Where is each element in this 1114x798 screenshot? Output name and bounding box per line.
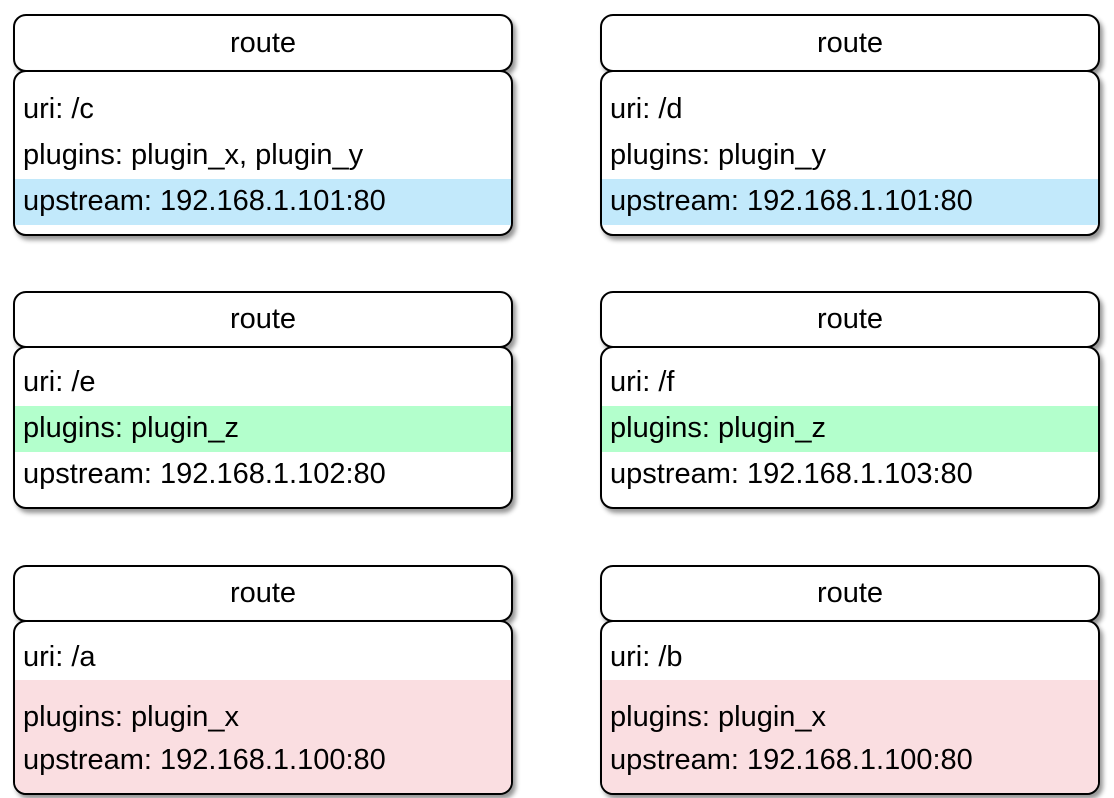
attribute-text: upstream: 192.168.1.103:80 xyxy=(610,458,973,490)
card-title: route xyxy=(229,26,297,59)
card-header: route xyxy=(600,291,1100,348)
attribute-upstream: upstream: 192.168.1.101:80 xyxy=(15,178,511,225)
attribute-uri: uri: /e xyxy=(15,360,511,406)
card-header: route xyxy=(600,565,1100,622)
attribute-text: plugins: plugin_y xyxy=(610,139,827,171)
attribute-list: uri: /a plugins: plugin_x upstream: 192.… xyxy=(15,622,511,793)
card-header: route xyxy=(13,14,513,72)
route-card-c[interactable]: route uri: /c plugins: plugin_x, plugin_… xyxy=(13,14,513,236)
attribute-plugins: plugins: plugin_x xyxy=(15,696,511,740)
route-card-d[interactable]: route uri: /d plugins: plugin_y upstream… xyxy=(600,14,1100,236)
card-body: uri: /a plugins: plugin_x upstream: 192.… xyxy=(13,619,513,795)
attribute-text: upstream: 192.168.1.101:80 xyxy=(23,185,386,217)
attribute-text: plugins: plugin_z xyxy=(610,412,827,444)
attribute-list: uri: /c plugins: plugin_x, plugin_y upst… xyxy=(15,72,511,225)
attribute-list: uri: /d plugins: plugin_y upstream: 192.… xyxy=(602,72,1098,225)
attribute-text: uri: /d xyxy=(610,92,683,125)
card-header: route xyxy=(13,565,513,622)
card-body: uri: /c plugins: plugin_x, plugin_y upst… xyxy=(13,69,513,236)
attribute-text: upstream: 192.168.1.102:80 xyxy=(23,458,386,490)
card-title: route xyxy=(229,577,297,609)
route-card-b[interactable]: route uri: /b plugins: plugin_x upstream… xyxy=(600,565,1100,795)
card-body: uri: /d plugins: plugin_y upstream: 192.… xyxy=(600,69,1100,236)
attribute-text: plugins: plugin_x xyxy=(610,701,827,733)
attribute-upstream: upstream: 192.168.1.101:80 xyxy=(602,178,1098,225)
card-body: uri: /e plugins: plugin_z upstream: 192.… xyxy=(13,345,513,509)
attribute-text: uri: /a xyxy=(23,640,96,673)
attribute-plugins: plugins: plugin_y xyxy=(602,133,1098,179)
attribute-text: plugins: plugin_x, plugin_y xyxy=(23,139,364,171)
attribute-plugins: plugins: plugin_z xyxy=(602,405,1098,452)
attribute-upstream: upstream: 192.168.1.100:80 xyxy=(602,740,1098,782)
attribute-text: uri: /c xyxy=(23,92,94,125)
attribute-plugins: plugins: plugin_x xyxy=(602,696,1098,740)
attribute-plugins: plugins: plugin_z xyxy=(15,405,511,452)
route-card-a[interactable]: route uri: /a plugins: plugin_x upstream… xyxy=(13,565,513,795)
attribute-text: plugins: plugin_x xyxy=(23,701,240,733)
attribute-uri: uri: /d xyxy=(602,86,1098,133)
card-title: route xyxy=(816,577,884,609)
highlight-block-pink: plugins: plugin_x upstream: 192.168.1.10… xyxy=(602,679,1098,793)
attribute-list: uri: /f plugins: plugin_z upstream: 192.… xyxy=(602,348,1098,498)
attribute-uri: uri: /b xyxy=(602,635,1098,680)
card-body: uri: /f plugins: plugin_z upstream: 192.… xyxy=(600,345,1100,509)
attribute-upstream: upstream: 192.168.1.102:80 xyxy=(15,452,511,498)
card-title: route xyxy=(816,303,884,335)
card-header: route xyxy=(600,14,1100,72)
attribute-uri: uri: /a xyxy=(15,635,511,680)
attribute-uri: uri: /c xyxy=(15,86,511,133)
card-body: uri: /b plugins: plugin_x upstream: 192.… xyxy=(600,619,1100,795)
attribute-text: upstream: 192.168.1.101:80 xyxy=(610,185,973,217)
attribute-list: uri: /e plugins: plugin_z upstream: 192.… xyxy=(15,348,511,498)
card-title: route xyxy=(816,26,884,59)
attribute-upstream: upstream: 192.168.1.103:80 xyxy=(602,452,1098,498)
attribute-upstream: upstream: 192.168.1.100:80 xyxy=(15,740,511,782)
attribute-plugins: plugins: plugin_x, plugin_y xyxy=(15,133,511,179)
card-title: route xyxy=(229,303,297,335)
attribute-text: uri: /e xyxy=(23,366,96,398)
attribute-list: uri: /b plugins: plugin_x upstream: 192.… xyxy=(602,622,1098,793)
attribute-text: upstream: 192.168.1.100:80 xyxy=(610,744,973,776)
attribute-text: uri: /f xyxy=(610,366,675,398)
card-header: route xyxy=(13,291,513,348)
attribute-text: uri: /b xyxy=(610,640,683,673)
route-card-f[interactable]: route uri: /f plugins: plugin_z upstream… xyxy=(600,291,1100,509)
attribute-text: plugins: plugin_z xyxy=(23,412,240,444)
attribute-text: upstream: 192.168.1.100:80 xyxy=(23,744,386,776)
route-card-e[interactable]: route uri: /e plugins: plugin_z upstream… xyxy=(13,291,513,509)
attribute-uri: uri: /f xyxy=(602,360,1098,406)
highlight-block-pink: plugins: plugin_x upstream: 192.168.1.10… xyxy=(15,679,511,793)
